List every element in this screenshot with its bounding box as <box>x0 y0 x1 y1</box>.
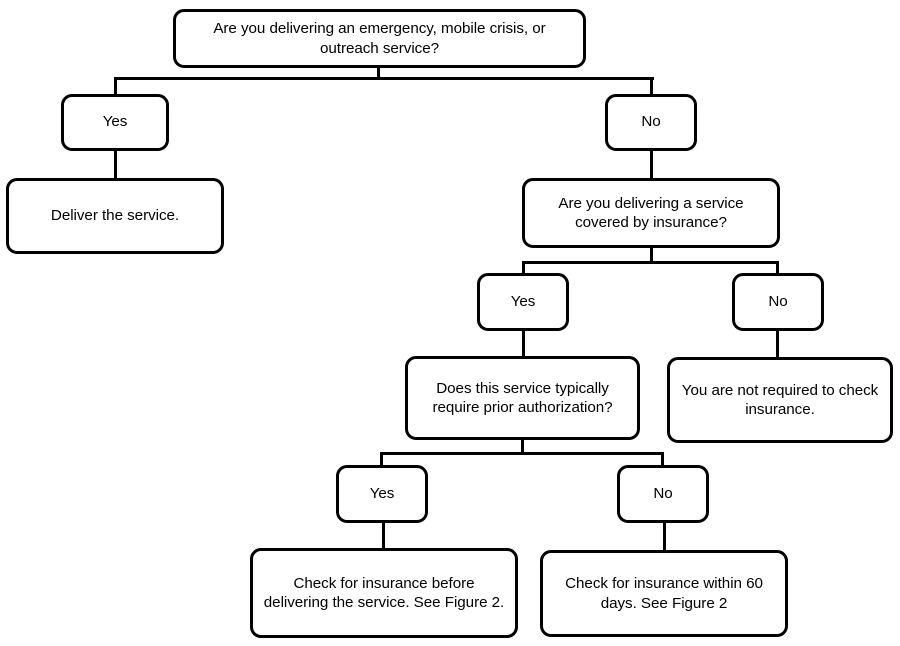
edge-root-bus <box>114 77 654 80</box>
node-prior-auth-question[interactable]: Does this service typically require prio… <box>405 356 640 440</box>
node-insurance-no-label: No <box>768 292 788 310</box>
edge-insurance-to-yes <box>522 261 525 276</box>
node-not-required[interactable]: You are not required to check insurance. <box>667 357 893 443</box>
edge-insurance-bus <box>522 261 779 264</box>
node-auth-yes-label: Yes <box>369 484 395 502</box>
node-check-before-label: Check for insurance before delivering th… <box>263 574 505 611</box>
node-insurance-yes[interactable]: Yes <box>477 273 569 331</box>
node-check-within-label: Check for insurance within 60 days. See … <box>565 575 763 612</box>
node-deliver-service-label: Deliver the service. <box>50 207 180 225</box>
node-auth-no-label: No <box>653 484 673 502</box>
edge-root-to-no <box>650 77 653 96</box>
edge-root-stem <box>377 66 380 80</box>
node-auth-no[interactable]: No <box>617 465 709 523</box>
node-root-yes-label: Yes <box>102 113 128 131</box>
node-prior-auth-question-label: Does this service typically require prio… <box>432 379 613 416</box>
edge-auth-yes-to-check-before <box>382 521 385 550</box>
edge-prior-auth-to-no <box>661 452 664 467</box>
node-root-yes[interactable]: Yes <box>61 94 169 151</box>
node-root-question-label: Are you delivering an emergency, mobile … <box>213 20 546 57</box>
edge-insurance-stem <box>650 246 653 262</box>
edge-prior-auth-to-yes <box>380 452 383 467</box>
edge-prior-auth-bus <box>380 452 664 455</box>
edge-insurance-to-no <box>776 261 779 276</box>
node-check-before[interactable]: Check for insurance before delivering th… <box>250 548 518 638</box>
edge-insurance-no-to-not-required <box>776 330 779 359</box>
node-insurance-question[interactable]: Are you delivering a service covered by … <box>522 178 780 248</box>
edge-yes-to-deliver <box>114 150 117 180</box>
edge-prior-auth-stem <box>521 438 524 453</box>
node-insurance-question-label: Are you delivering a service covered by … <box>558 194 744 231</box>
edge-auth-no-to-check-within <box>663 521 666 552</box>
node-not-required-label: You are not required to check insurance. <box>681 381 879 418</box>
node-auth-yes[interactable]: Yes <box>336 465 428 523</box>
edge-no-to-insurance-question <box>650 150 653 180</box>
edge-root-to-yes <box>114 77 117 96</box>
node-root-no[interactable]: No <box>605 94 697 151</box>
edge-insurance-yes-to-prior-auth <box>522 330 525 358</box>
node-check-within[interactable]: Check for insurance within 60 days. See … <box>540 550 788 637</box>
node-insurance-no[interactable]: No <box>732 273 824 331</box>
node-root-no-label: No <box>641 113 661 131</box>
node-insurance-yes-label: Yes <box>510 292 536 310</box>
node-deliver-service[interactable]: Deliver the service. <box>6 178 224 254</box>
node-root-question[interactable]: Are you delivering an emergency, mobile … <box>173 9 586 68</box>
